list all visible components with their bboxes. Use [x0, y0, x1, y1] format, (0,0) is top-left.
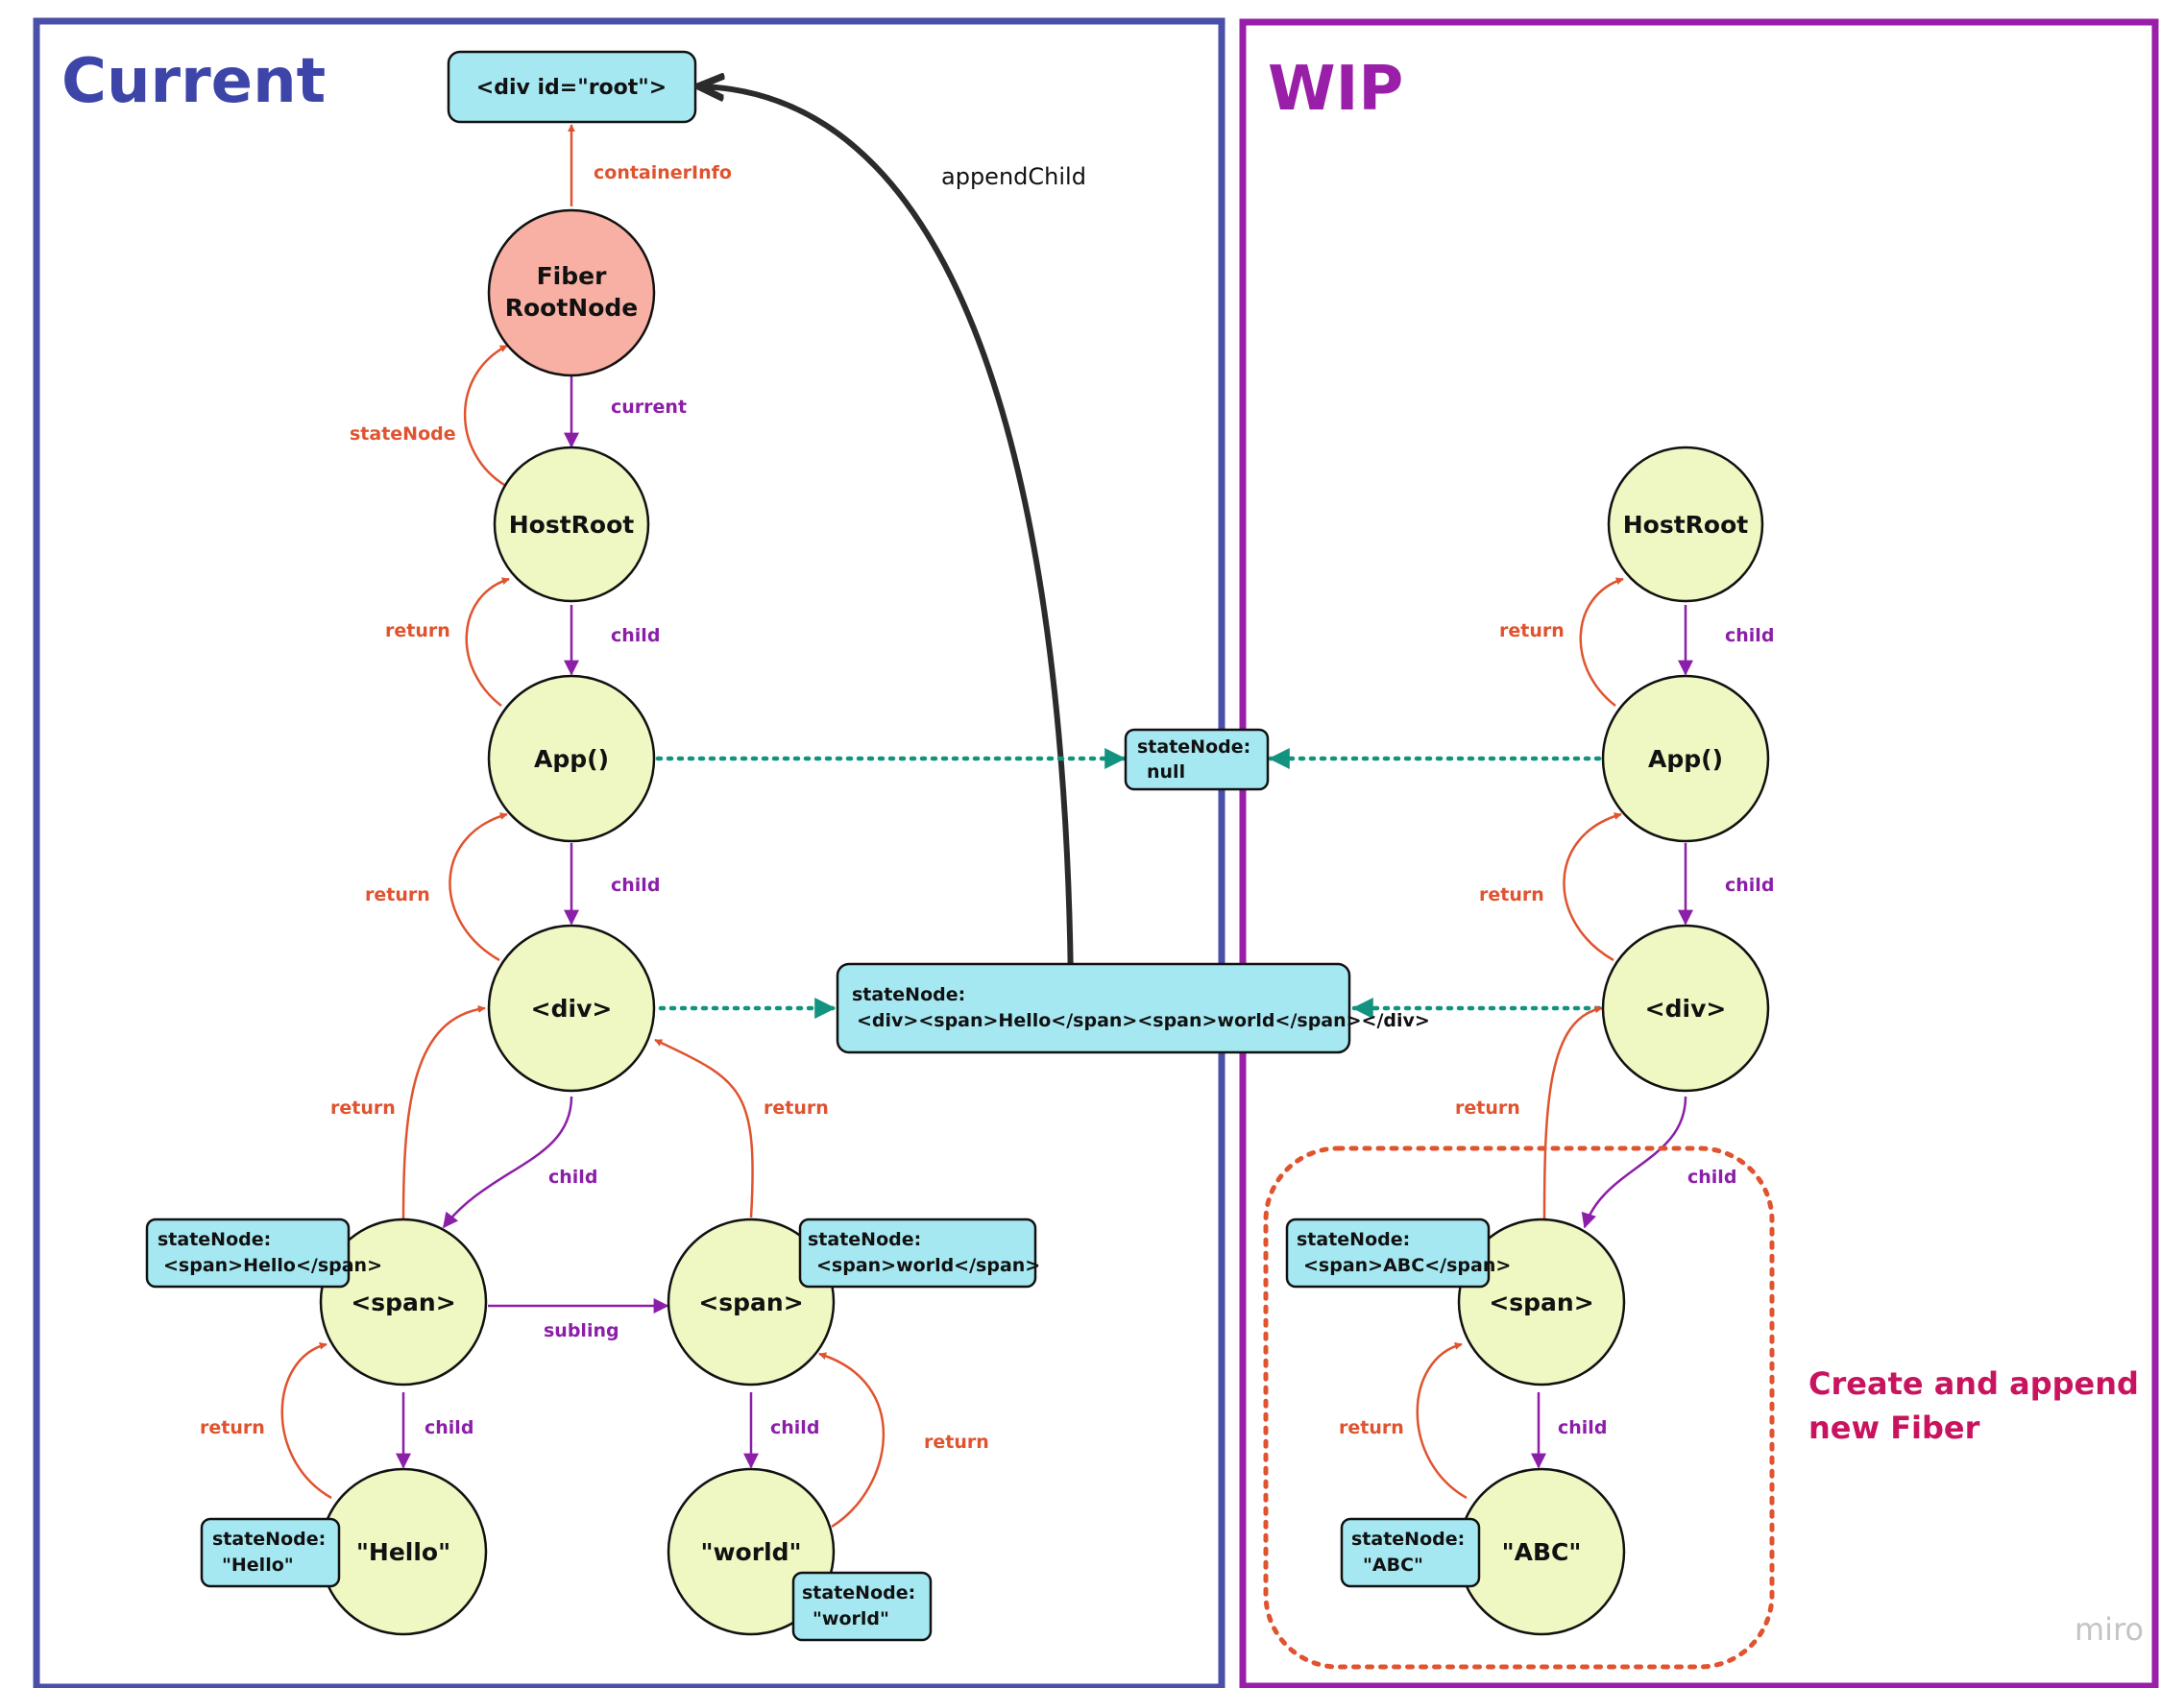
wip-edge-label-abc-span-return: return [1339, 1417, 1404, 1438]
state-box-span-world: stateNode: <span>world</span> [798, 1218, 1040, 1289]
edge-label-span-hello-text-child: child [425, 1417, 473, 1438]
state-box-span-world-value: <span>world</span> [816, 1255, 1040, 1276]
wip-edge-label-div-span-child: child [1687, 1167, 1736, 1188]
wip-edge-div-span-child [1581, 1096, 1687, 1229]
span-world-label: <span> [698, 1289, 803, 1316]
state-box-world-label: stateNode: [802, 1582, 915, 1604]
wip-edge-span-div-return [1542, 1005, 1603, 1220]
wip-edge-label-app-div-child: child [1725, 875, 1774, 896]
wip-span-label: <span> [1489, 1289, 1593, 1316]
wip-div-label: <div> [1645, 995, 1727, 1023]
host-root-node: HostRoot [493, 446, 650, 603]
state-box-hello-label: stateNode: [212, 1529, 326, 1550]
state-box-abc-label: stateNode: [1351, 1529, 1465, 1550]
state-box-div: stateNode: <div><span>Hello</span><span>… [836, 962, 1430, 1054]
edge-span-world-div-return [654, 1038, 754, 1218]
edge-label-subling: subling [544, 1320, 619, 1341]
edge-label-app-div-child: child [611, 875, 660, 896]
append-child-label: appendChild [941, 163, 1086, 190]
root-div-label: <div id="root"> [476, 76, 667, 100]
state-box-app-value: null [1147, 761, 1185, 783]
div-label: <div> [531, 995, 613, 1023]
edge-label-state-node: stateNode [350, 423, 456, 445]
app-label: App() [534, 745, 609, 773]
annotation-line-1: Create and append [1808, 1365, 2139, 1402]
wip-abc-text-node: "ABC" [1457, 1467, 1626, 1636]
wip-edge-label-span-div-return: return [1455, 1097, 1520, 1119]
state-box-span-hello-value: <span>Hello</span> [163, 1255, 382, 1276]
state-box-span-abc-value: <span>ABC</span> [1303, 1255, 1511, 1276]
world-text-label: "world" [700, 1538, 801, 1566]
state-box-hello: stateNode: "Hello" [200, 1517, 341, 1588]
edge-label-current: current [611, 397, 687, 418]
wip-span-node: <span> [1457, 1218, 1626, 1387]
edge-div-span-child [443, 1096, 573, 1229]
state-box-world: stateNode: "world" [791, 1571, 933, 1642]
fiber-root-label-1: Fiber [537, 262, 607, 290]
wip-edge-label-span-abc-child: child [1558, 1417, 1607, 1438]
state-box-div-value: <div><span>Hello</span><span>world</span… [857, 1010, 1430, 1031]
state-box-app-label: stateNode: [1137, 736, 1250, 758]
annotation-line-2: new Fiber [1808, 1410, 1980, 1446]
edge-world-span-return [818, 1352, 886, 1529]
wip-host-root-node: HostRoot [1607, 446, 1764, 603]
wip-edge-label-hostroot-app-child: child [1725, 625, 1774, 646]
append-child-arrow [701, 86, 1074, 990]
span-hello-node: <span> [319, 1218, 488, 1387]
edge-label-container-info: containerInfo [594, 162, 732, 183]
edge-label-div-span-child: child [548, 1167, 597, 1188]
miro-watermark: miro [2075, 1611, 2144, 1648]
state-box-span-hello-label: stateNode: [158, 1229, 271, 1250]
wip-abc-text-label: "ABC" [1502, 1538, 1582, 1566]
edge-state-node [463, 344, 508, 487]
edge-label-span-world-div-return: return [764, 1097, 829, 1119]
edge-label-span-world-text-child: child [770, 1417, 819, 1438]
span-world-node: <span> [667, 1218, 836, 1387]
fiber-root-label-2: RootNode [505, 294, 639, 322]
state-box-span-abc-label: stateNode: [1297, 1229, 1410, 1250]
state-box-span-world-label: stateNode: [808, 1229, 921, 1250]
edge-label-app-hostroot-return: return [385, 620, 450, 641]
edge-hello-span-return [280, 1341, 332, 1500]
wip-app-node: App() [1601, 674, 1770, 843]
div-node: <div> [487, 924, 656, 1093]
app-node: App() [487, 674, 656, 843]
state-box-span-hello: stateNode: <span>Hello</span> [145, 1218, 382, 1289]
span-hello-label: <span> [351, 1289, 455, 1316]
state-box-abc-value: "ABC" [1363, 1555, 1423, 1576]
edge-app-hostroot-return [465, 577, 510, 707]
edge-label-span-hello-div-return: return [330, 1097, 396, 1119]
state-box-span-abc: stateNode: <span>ABC</span> [1285, 1218, 1511, 1289]
wip-edge-div-app-return [1563, 812, 1622, 962]
wip-host-root-label: HostRoot [1623, 511, 1749, 539]
edge-label-hello-span-return: return [200, 1417, 265, 1438]
edge-label-div-app-return: return [365, 884, 430, 905]
wip-div-node: <div> [1601, 924, 1770, 1093]
fiber-root-node: Fiber RootNode [487, 208, 656, 377]
state-box-hello-value: "Hello" [222, 1555, 294, 1576]
state-box-world-value: "world" [813, 1608, 889, 1629]
wip-edge-app-hostroot-return [1579, 577, 1624, 707]
state-box-abc: stateNode: "ABC" [1340, 1517, 1481, 1588]
current-panel-title: Current [61, 46, 326, 117]
hello-text-label: "Hello" [356, 1538, 450, 1566]
wip-edge-label-div-app-return: return [1479, 884, 1544, 905]
edge-span-hello-div-return [401, 1004, 486, 1220]
edge-label-world-span-return: return [924, 1432, 989, 1453]
wip-app-label: App() [1648, 745, 1723, 773]
host-root-label: HostRoot [509, 511, 635, 539]
hello-text-node: "Hello" [319, 1467, 488, 1636]
edge-label-hostroot-app-child: child [611, 625, 660, 646]
current-panel-frame [33, 17, 1225, 1688]
edge-div-app-return [449, 812, 508, 962]
wip-panel-title: WIP [1268, 54, 1403, 125]
new-fiber-region [1263, 1145, 1775, 1670]
wip-edge-label-app-hostroot-return: return [1499, 620, 1565, 641]
wip-edge-abc-span-return [1416, 1341, 1468, 1500]
state-box-app: stateNode: null [1124, 728, 1270, 791]
wip-panel-frame [1239, 18, 2159, 1688]
state-box-div-label: stateNode: [852, 984, 965, 1005]
